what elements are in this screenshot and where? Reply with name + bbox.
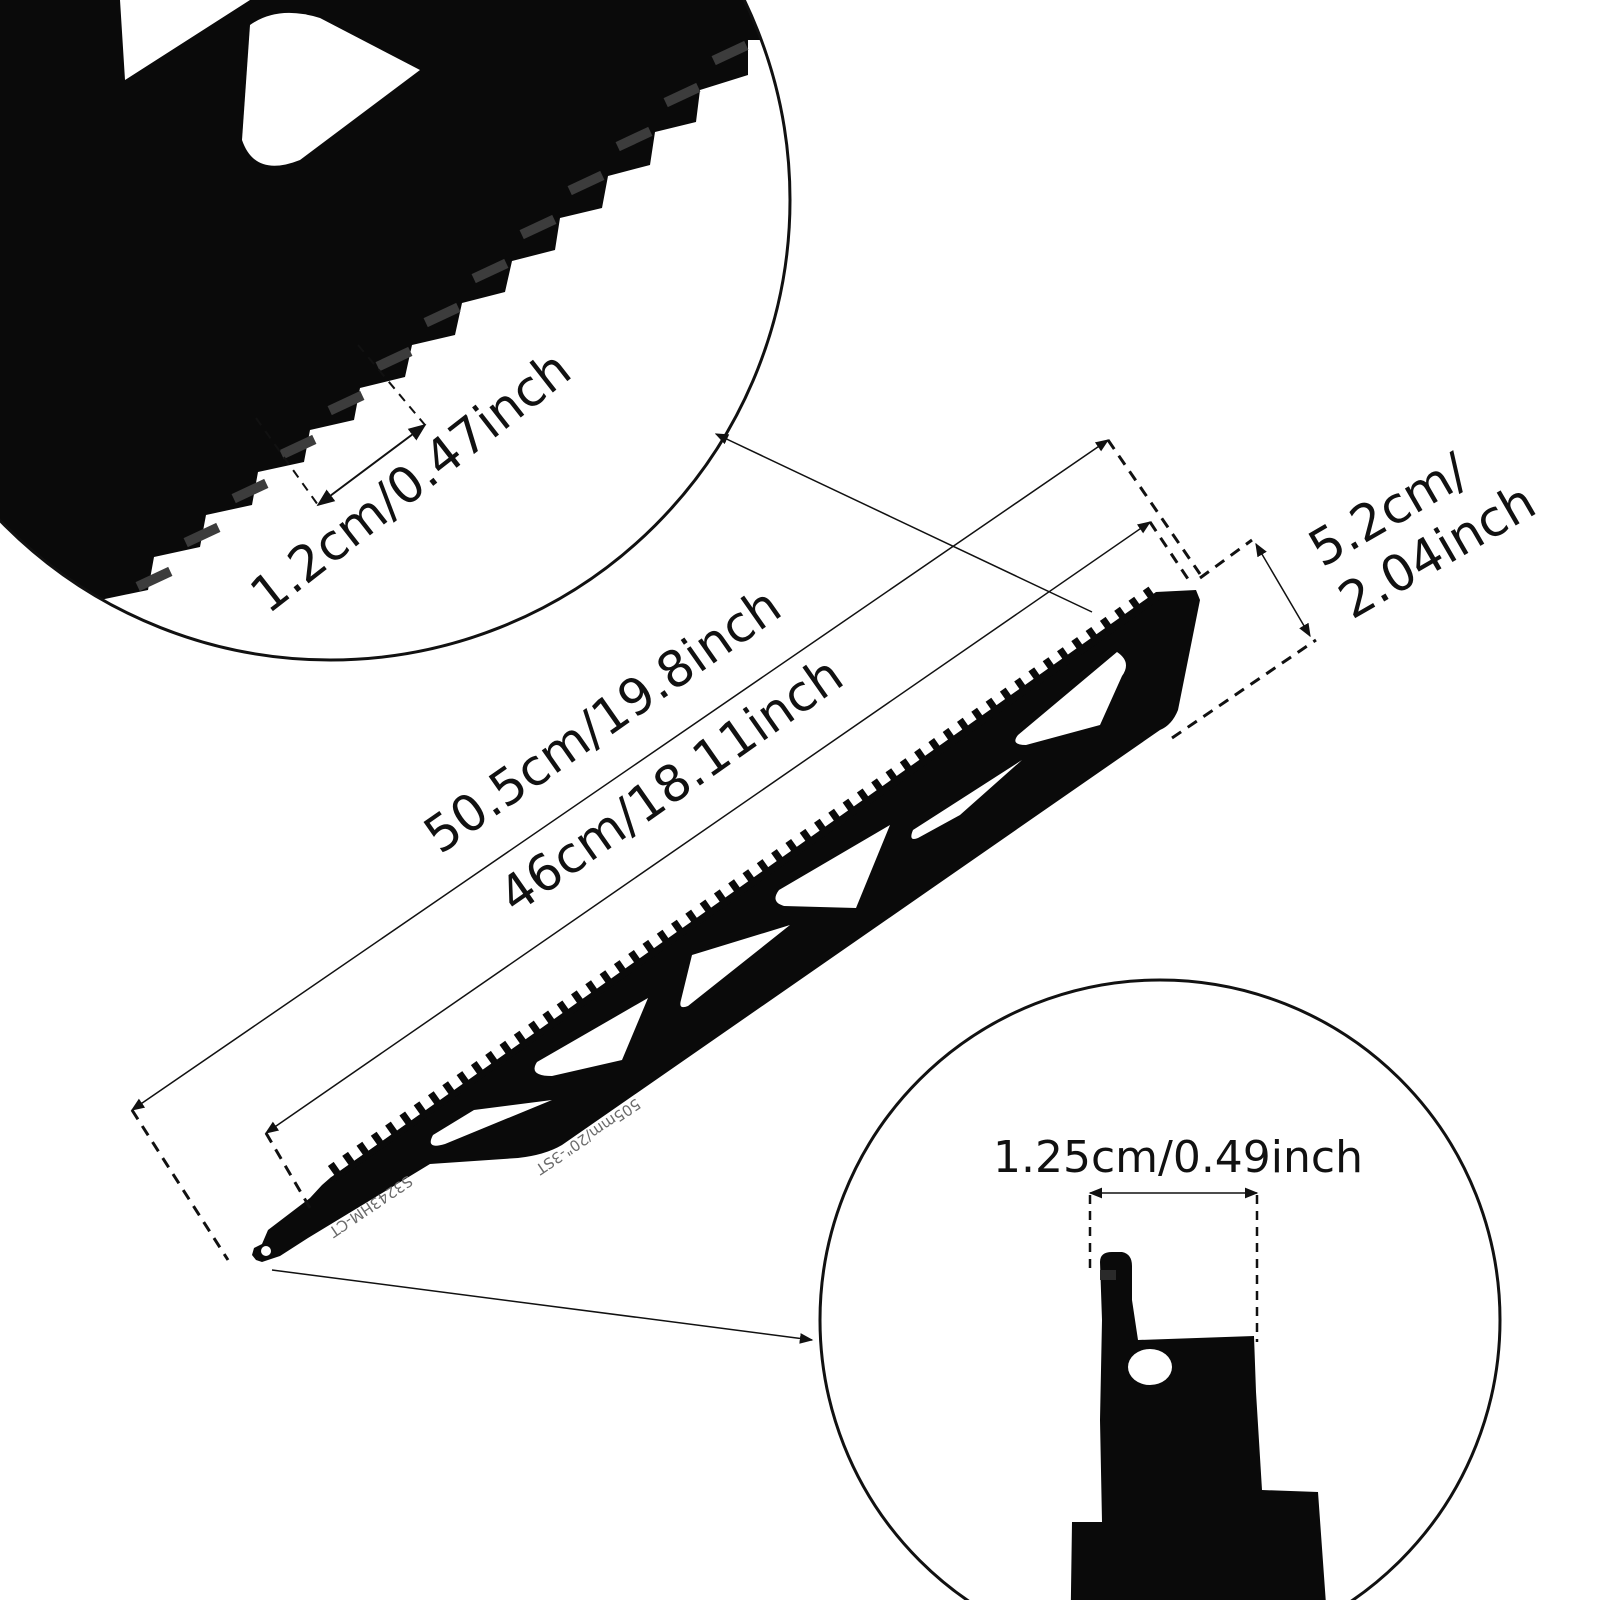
zoomed-shank-notch	[1100, 1270, 1116, 1280]
blade-height-dimension: 5.2cm/ 2.04inch	[1171, 442, 1545, 740]
cutting-length-arrow	[264, 521, 1152, 1134]
tooth-detail-zoom: 1.2cm/0.47inch	[0, 0, 792, 662]
tooth-pitch-guide-right	[357, 344, 426, 426]
blade-teeth	[327, 586, 1164, 1183]
overall-length-extension-end	[1106, 439, 1202, 575]
blade-height-extension-top	[1199, 538, 1253, 580]
shank-zoom-circle	[818, 978, 1502, 1600]
shank-width-label: 1.25cm/0.49inch	[993, 1132, 1363, 1183]
shank-zoom-pointer	[271, 1269, 814, 1344]
zoomed-shank	[1070, 1252, 1330, 1600]
zoomed-blade-window	[242, 12, 420, 166]
shank-detail-zoom: 1.25cm/0.49inch	[818, 978, 1502, 1600]
cutting-length-extension-end	[1148, 521, 1192, 583]
blade-height-arrow	[1255, 542, 1311, 638]
cutting-length-extension-start	[264, 1132, 312, 1209]
blade-height-extension-bottom	[1171, 638, 1317, 740]
tooth-zoom-pointer	[714, 433, 1093, 613]
overall-length-extension-start	[130, 1109, 230, 1261]
